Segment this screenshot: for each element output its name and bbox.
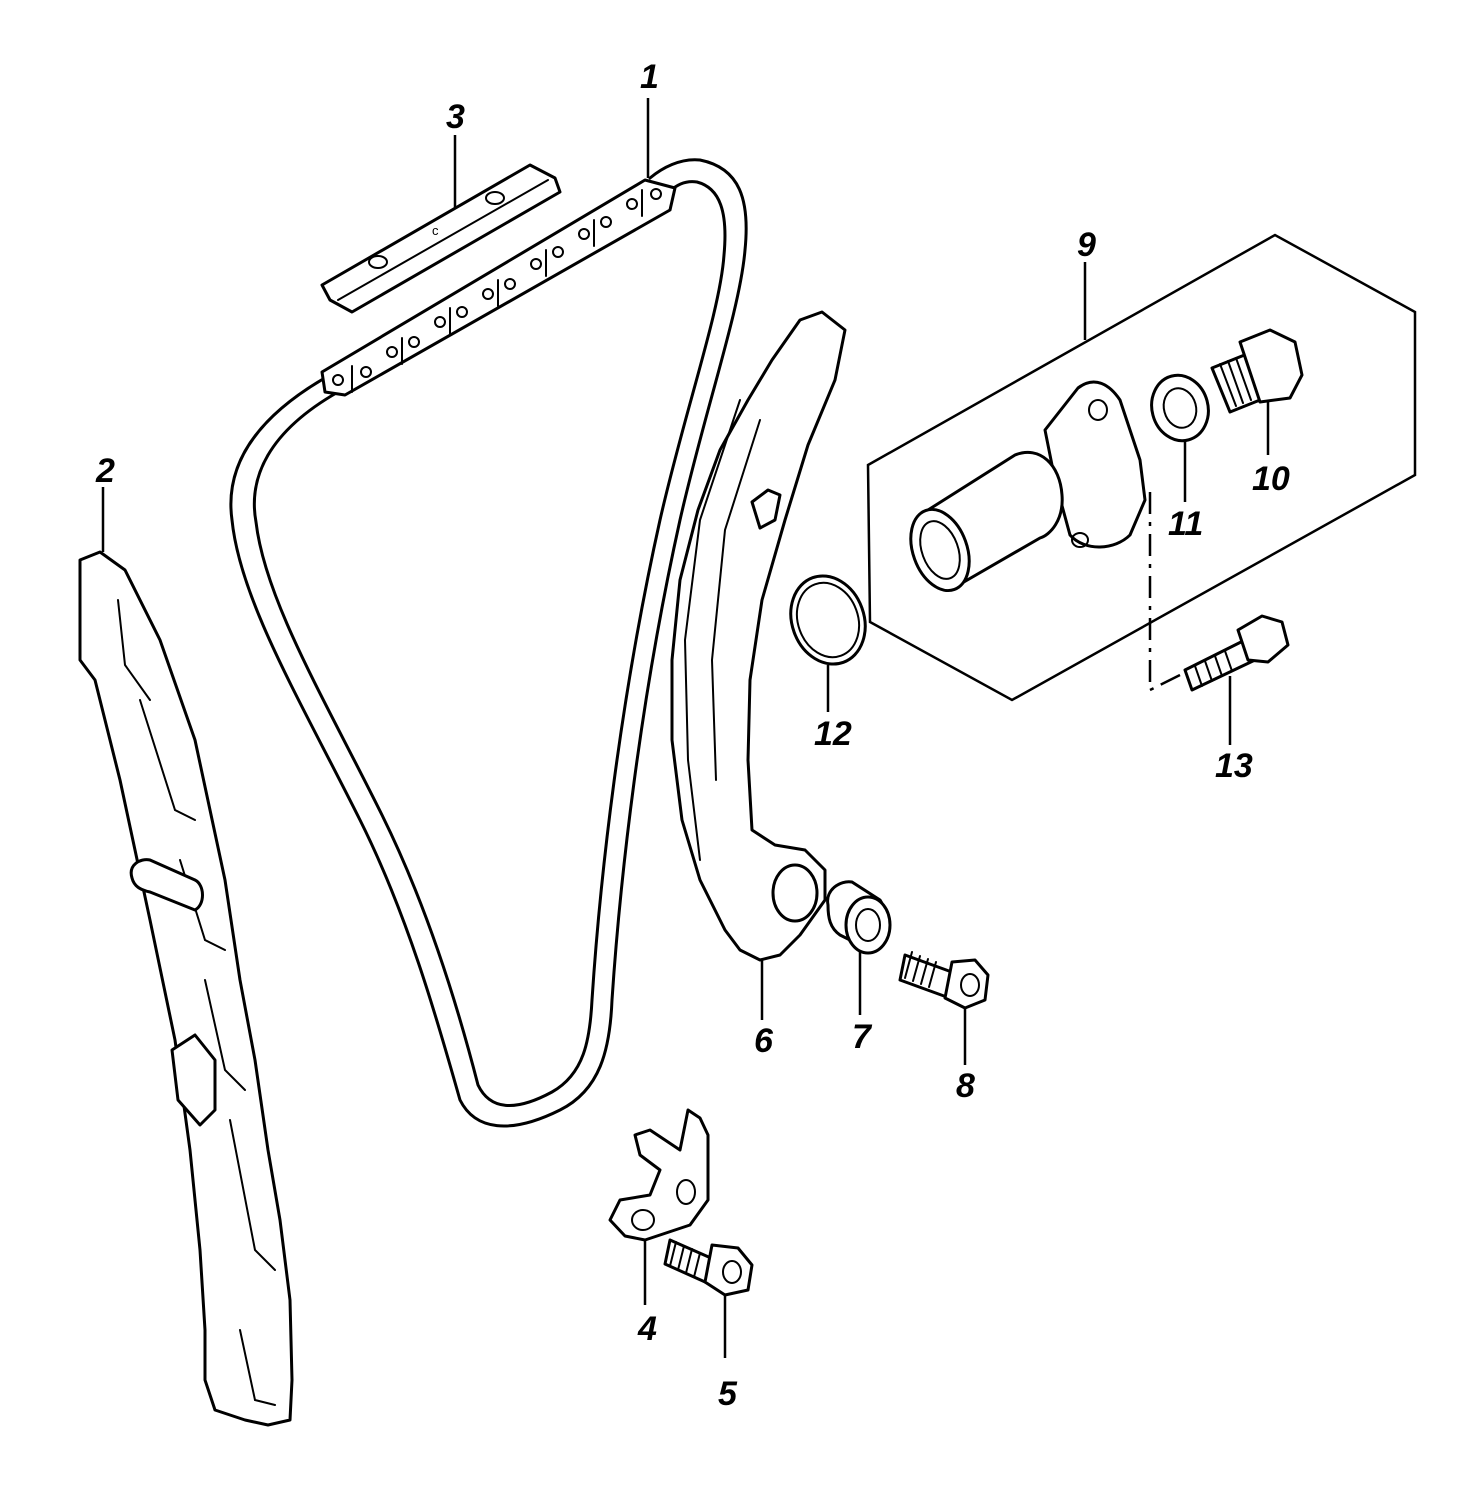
bracket <box>608 1108 710 1242</box>
tensioner-cap-bolt <box>1210 328 1304 414</box>
callout-7: 7 <box>852 1018 873 1056</box>
callout-3: 3 <box>446 98 465 136</box>
callout-2: 2 <box>95 452 115 490</box>
svg-text:c: c <box>432 223 439 238</box>
top-chain-guide: c <box>320 163 562 314</box>
callout-11: 11 <box>1168 505 1203 543</box>
callout-5: 5 <box>718 1375 738 1413</box>
callout-12: 12 <box>814 715 852 753</box>
tensioner-arm <box>670 310 847 962</box>
o-ring <box>789 574 867 666</box>
callout-6: 6 <box>754 1022 774 1060</box>
callout-8: 8 <box>956 1067 975 1105</box>
tensioner-bolt <box>1183 614 1290 692</box>
callouts: 1 2 3 4 5 6 7 8 9 10 11 12 13 <box>95 58 1290 1413</box>
cam-chain <box>229 158 748 1128</box>
callout-10: 10 <box>1252 460 1290 498</box>
callout-9: 9 <box>1077 226 1096 264</box>
leader-lines <box>101 98 1270 1358</box>
callout-4: 4 <box>637 1310 657 1348</box>
bracket-bolt <box>663 1238 754 1297</box>
gasket-washer <box>1150 373 1210 443</box>
tensioner-body <box>909 380 1147 593</box>
tensioner-assembly-box <box>866 233 1417 702</box>
front-chain-guide <box>78 550 294 1427</box>
collar <box>826 880 892 955</box>
callout-13: 13 <box>1215 747 1253 785</box>
callout-1: 1 <box>640 58 659 96</box>
mounting-line <box>1148 492 1181 693</box>
chain-links <box>320 178 677 397</box>
arm-bolt <box>898 951 990 1010</box>
